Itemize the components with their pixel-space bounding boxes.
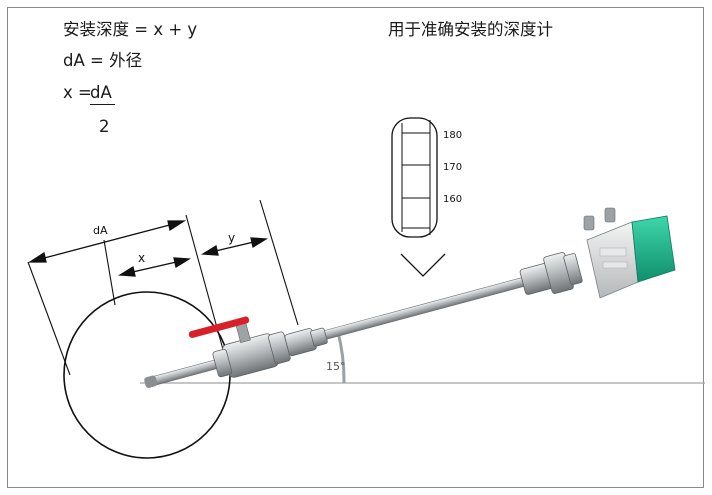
outer-diameter-definition: dA = 外径 (63, 51, 143, 70)
depth-gauge: 180 170 160 (391, 117, 462, 277)
angle-arc (336, 331, 346, 384)
da-dimension-line (32, 221, 182, 262)
arrowhead-icon (117, 265, 136, 277)
x-dimension-label: x (138, 251, 145, 265)
sensor-head (583, 207, 676, 299)
install-depth-formula: 安装深度 = x + y (63, 20, 198, 39)
arrowhead-icon (167, 220, 187, 232)
arrowhead-icon (250, 237, 269, 249)
pipe-cross-section (63, 291, 231, 459)
fraction-bar (90, 104, 115, 105)
x-formula-prefix: x = (63, 83, 92, 102)
da-dimension-label: dA (93, 224, 108, 237)
flow-sensor-probe (144, 252, 583, 388)
gauge-outline (391, 117, 438, 238)
depth-gauge-title: 用于准确安装的深度计 (388, 20, 553, 39)
x-formula-denominator: 2 (99, 117, 110, 136)
arrowhead-icon (173, 257, 192, 269)
dimension-lines (27, 220, 269, 277)
x-formula-numerator: dA (90, 83, 112, 102)
cable-gland (583, 215, 595, 231)
sensor-head-cap (631, 215, 676, 283)
gauge-tick-label: 160 (443, 194, 462, 205)
diagram-frame (7, 7, 704, 488)
angle-label: 15° (326, 360, 346, 373)
cable-gland (604, 207, 616, 223)
arrowhead-icon (200, 244, 219, 256)
y-dimension-label: y (228, 231, 235, 245)
valve-handle (188, 316, 250, 338)
dimension-extension-lines (27, 199, 299, 376)
probe-tip (144, 375, 158, 388)
gauge-tick-label: 180 (443, 130, 462, 141)
arrowhead-icon (27, 251, 47, 263)
chevron-down-icon (400, 253, 446, 277)
gauge-tick-label: 170 (443, 162, 462, 173)
